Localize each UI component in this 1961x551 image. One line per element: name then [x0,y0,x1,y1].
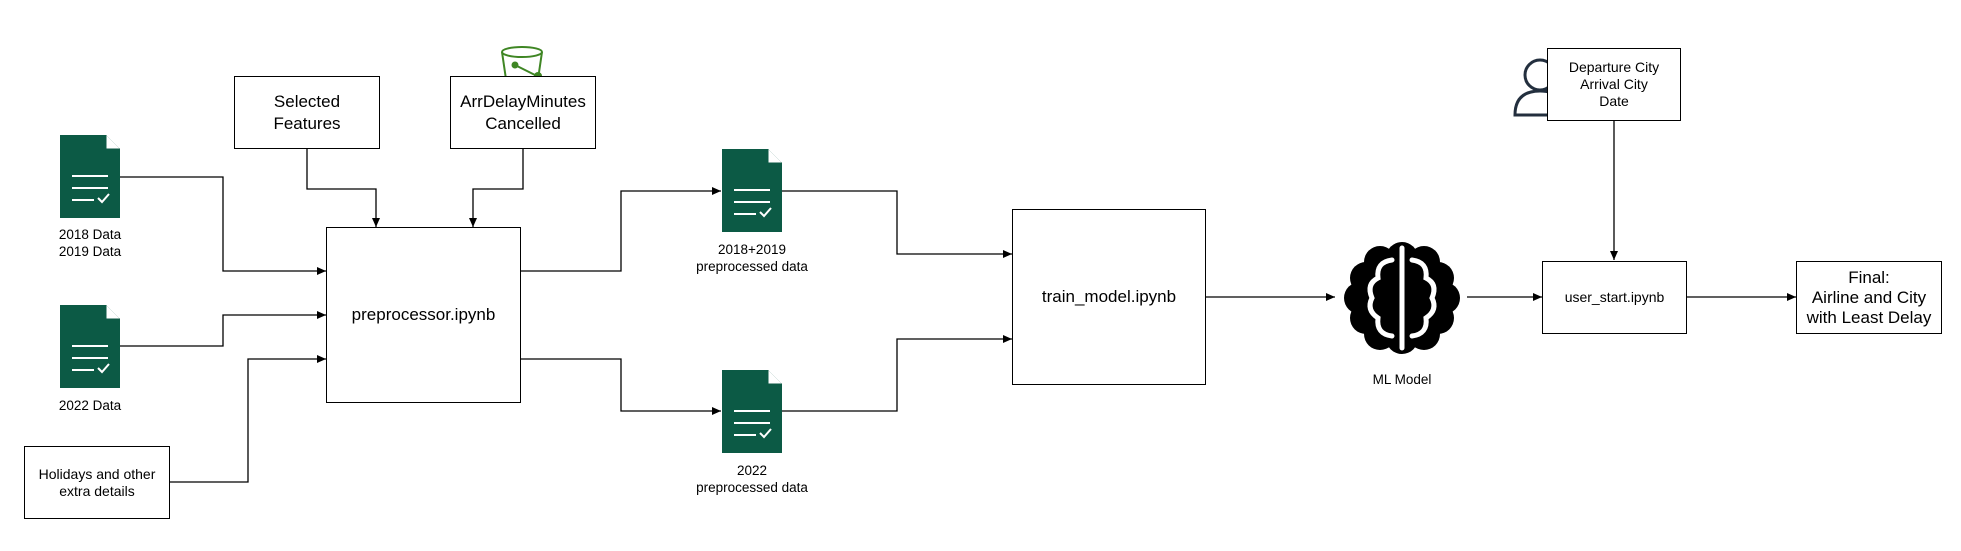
final-output-text: Final: Airline and City with Least Delay [1806,267,1932,327]
user-inputs-box: Departure City Arrival City Date [1547,48,1681,121]
edge-preprocessor-to-test-data [521,358,721,415]
edge-test-data-to-model [782,335,1012,412]
document-check-icon [60,305,120,388]
holidays-box: Holidays and other extra details [24,446,170,519]
user-start-box: user_start.ipynb [1542,261,1687,334]
preprocessed-train-data-label: 2018+2019 preprocessed data [696,242,808,274]
preprocessor-box: preprocessor.ipynb [326,227,521,403]
user-inputs-text: Departure City Arrival City Date [1568,59,1660,109]
document-check-icon [60,135,120,218]
preprocessor-text: preprocessor.ipynb [351,305,496,324]
document-check-icon [722,149,782,232]
user-start-text: user_start.ipynb [1564,289,1665,305]
target-columns-text: ArrDelayMinutes Cancelled [460,91,586,133]
edge-features-to-preprocessor [306,149,380,227]
edge-2018-2019-to-preprocessor [120,176,326,275]
edge-train-data-to-model [782,190,1012,258]
input-data-2018-2019-label: 2018 Data 2019 Data [58,227,122,259]
edge-preprocessor-to-train-data [521,187,721,272]
target-columns-box: ArrDelayMinutes Cancelled [450,76,596,149]
edge-holidays-to-preprocessor [170,355,326,483]
edge-2022-to-preprocessor [120,311,326,347]
selected-features-text: Selected Features [273,91,341,133]
train-model-text: train_model.ipynb [1041,287,1177,306]
brain-icon [1344,242,1460,354]
ml-model-label: ML Model [1372,372,1432,387]
selected-features-box: Selected Features [234,76,380,149]
document-check-icon [722,370,782,453]
edge-targets-to-preprocessor [469,149,524,227]
preprocessed-test-data-label: 2022 preprocessed data [696,463,808,495]
input-data-2022-label: 2022 Data [58,398,122,413]
train-model-box: train_model.ipynb [1012,209,1206,385]
holidays-text: Holidays and other extra details [38,465,156,499]
final-output-box: Final: Airline and City with Least Delay [1796,261,1942,334]
